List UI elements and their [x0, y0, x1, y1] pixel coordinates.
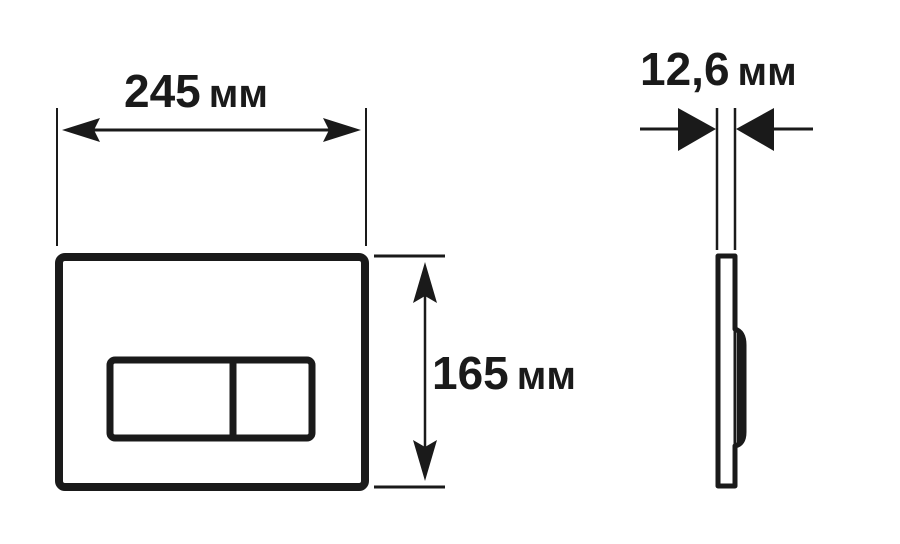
arrow-right-icon	[323, 118, 361, 142]
arrow-right-icon	[678, 108, 716, 151]
depth-value: 12,6	[640, 43, 730, 95]
button-block-outline	[106, 356, 316, 442]
height-value: 165	[432, 347, 509, 399]
width-value: 245	[124, 65, 201, 117]
arrow-left-icon	[62, 118, 100, 142]
height-unit: мм	[516, 354, 576, 398]
width-unit: мм	[208, 72, 268, 116]
flush-plate-outline	[55, 253, 369, 491]
front-view	[55, 108, 445, 491]
arrow-down-icon	[413, 440, 437, 481]
arrow-left-icon	[736, 108, 774, 151]
side-view	[640, 108, 813, 489]
arrow-up-icon	[413, 262, 437, 303]
depth-unit: мм	[737, 50, 797, 94]
button-side-profile	[737, 330, 743, 446]
